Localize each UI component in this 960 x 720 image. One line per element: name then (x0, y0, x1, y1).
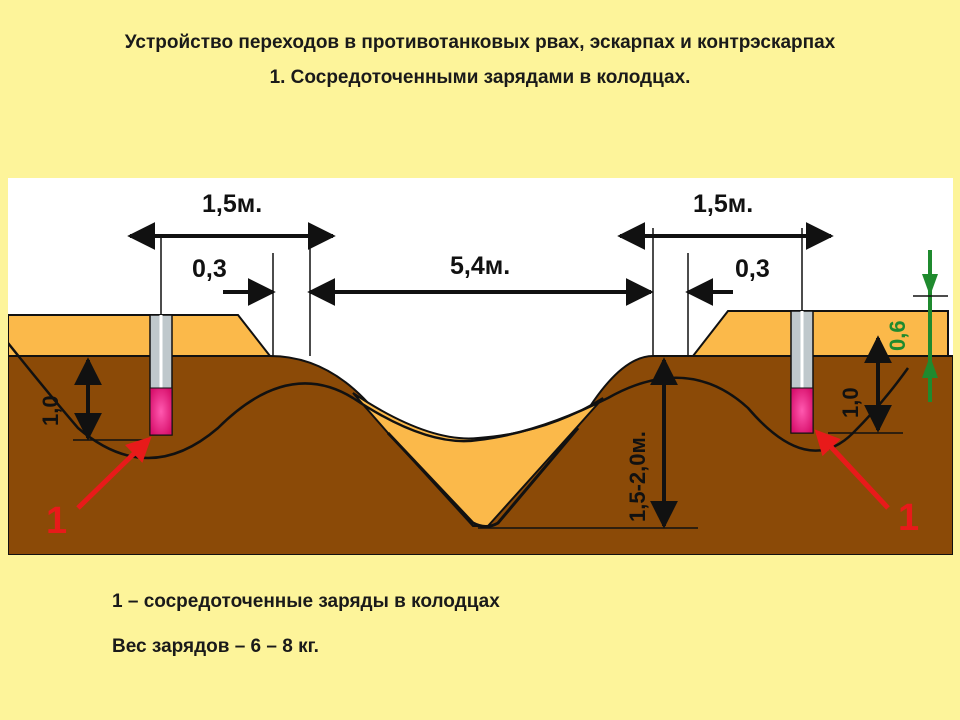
label-right-depth: 1,0 (838, 387, 863, 418)
left-parapet (8, 314, 273, 357)
ditch-diagram: 1,5м. 1,5м. 0,3 0,3 5,4м. 1,0 1,0 1,5-2,… (8, 178, 953, 555)
label-green-depth: 0,6 (885, 320, 910, 351)
label-right-offset: 0,3 (735, 255, 770, 283)
label-left-width: 1,5м. (202, 190, 262, 218)
ditch-bottom (386, 427, 580, 528)
label-right-width: 1,5м. (693, 190, 753, 218)
marker-right: 1 (898, 497, 919, 539)
label-ditch-depth: 1,5-2,0м. (625, 431, 650, 522)
page-title: Устройство переходов в противотанковых р… (124, 32, 836, 53)
legend-item-charges: 1 – сосредоточенные заряды в колодцах (112, 591, 500, 612)
page-subtitle: 1. Сосредоточенными зарядами в колодцах. (269, 67, 691, 88)
left-well (149, 314, 173, 436)
marker-left: 1 (46, 500, 67, 542)
left-charge (149, 387, 173, 436)
left-pointer-arrow (76, 436, 152, 510)
green-depth-arrows (913, 250, 948, 402)
label-center-width: 5,4м. (450, 252, 510, 280)
label-left-depth: 1,0 (38, 395, 63, 426)
legend-item-weight: Вес зарядов – 6 – 8 кг. (112, 636, 319, 657)
right-well (790, 310, 814, 434)
right-charge (790, 387, 814, 434)
dimension-arrows (74, 222, 892, 529)
right-pointer-arrow (814, 429, 890, 510)
label-left-offset: 0,3 (192, 255, 227, 283)
